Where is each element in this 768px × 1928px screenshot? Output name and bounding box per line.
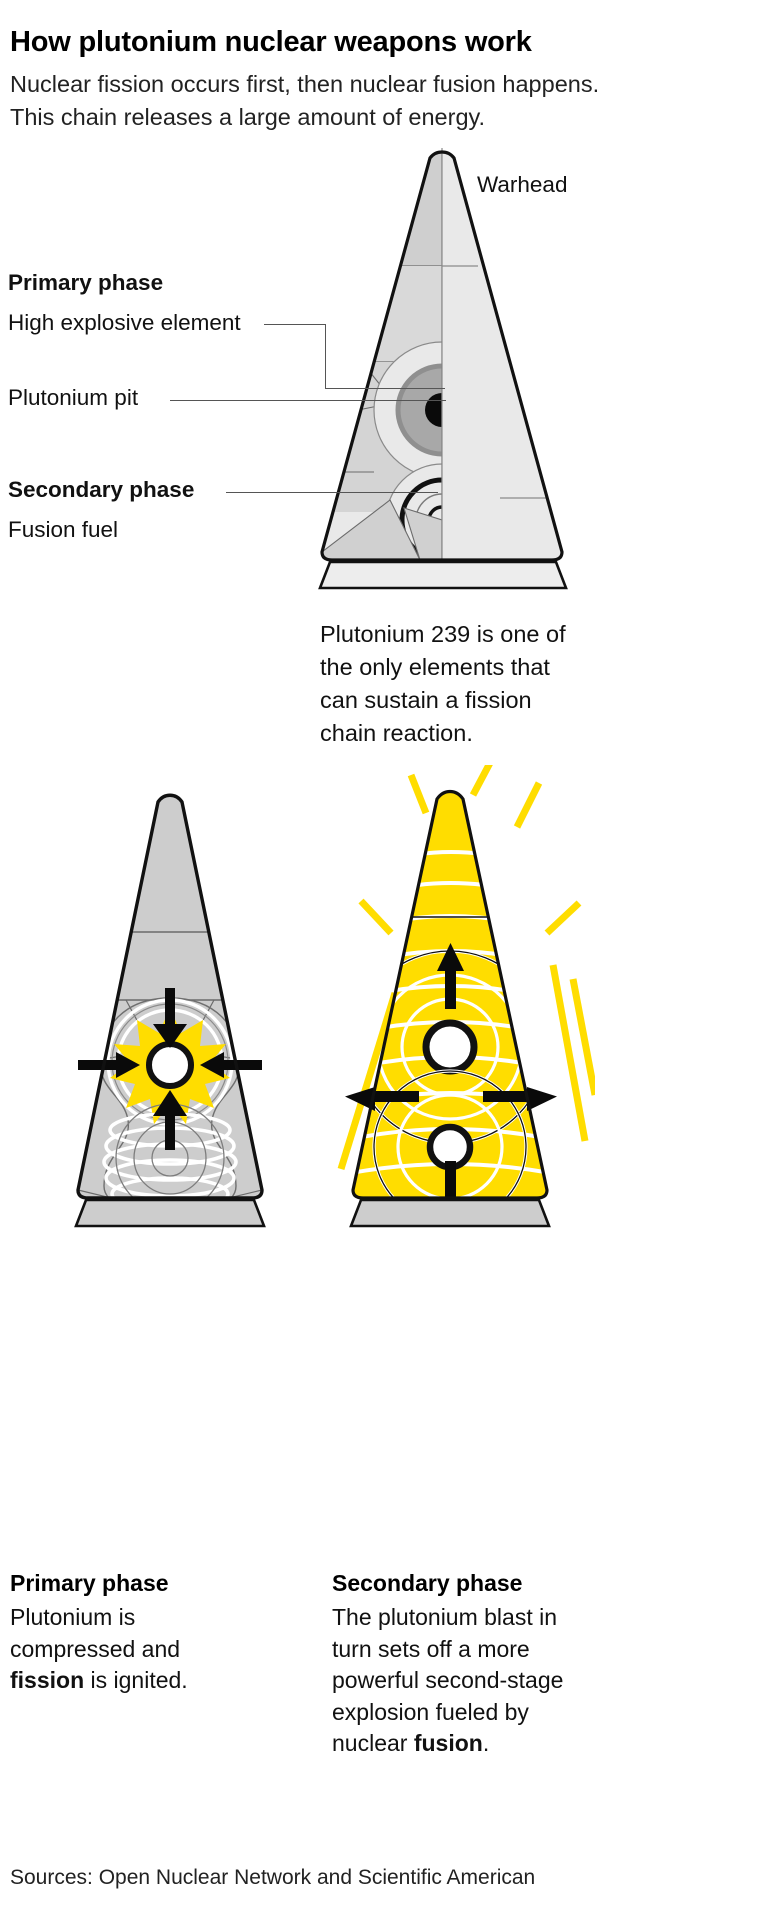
fission-emphasis: fission [10, 1667, 85, 1693]
plutonium-note: Plutonium 239 is one of the only element… [320, 618, 630, 750]
primary-caption-line-2: compressed and [10, 1635, 181, 1662]
subtitle-line-2: This chain releases a large amount of en… [10, 104, 486, 130]
secondary-phase-leader [226, 492, 438, 494]
warhead-cutaway-diagram [318, 148, 568, 590]
secondary-caption-title: Secondary phase [332, 1570, 523, 1596]
primary-base [74, 1198, 266, 1228]
primary-caption-line-3: fission is ignited. [10, 1665, 300, 1697]
high-explosive-label: High explosive element [8, 310, 241, 335]
secondary-caption-line-2: turn sets off a more [332, 1635, 530, 1662]
secondary-base [349, 1198, 551, 1228]
high-explosive-leader-h1 [264, 324, 326, 326]
plutonium-pit-leader [170, 400, 446, 402]
primary-caption-body: Plutonium is compressed and fission is i… [10, 1602, 300, 1697]
note-line-1: Plutonium 239 is one of [320, 621, 566, 647]
warhead-base [318, 560, 568, 590]
primary-caption-line-3-post: is ignited. [84, 1667, 188, 1693]
primary-caption-line-1: Plutonium is [10, 1604, 136, 1630]
warhead-outline [320, 150, 564, 562]
primary-caption-title: Primary phase [10, 1570, 169, 1596]
page-subtitle: Nuclear fission occurs first, then nucle… [10, 68, 730, 134]
warhead-label: Warhead [477, 172, 568, 197]
secondary-caption-line-5-post: . [482, 1730, 490, 1756]
primary-phase-diagram [74, 793, 266, 1228]
secondary-caption-line-1: The plutonium blast in [332, 1604, 558, 1630]
secondary-caption-line-5-pre: nuclear [332, 1730, 414, 1756]
compression-arrows [78, 988, 262, 1150]
high-explosive-leader-v [325, 324, 327, 389]
high-explosive-leader-h2 [325, 388, 445, 390]
primary-cone-outline [76, 793, 264, 1200]
fusion-fuel-label: Fusion fuel [8, 517, 119, 542]
secondary-phase-diagram [337, 765, 595, 1228]
secondary-caption-line-5: nuclear fusion. [332, 1728, 632, 1760]
page-title: How plutonium nuclear weapons work [10, 26, 532, 58]
fusion-emphasis: fusion [413, 1730, 483, 1756]
primary-phase-label: Primary phase [8, 270, 164, 295]
secondary-phase-label: Secondary phase [8, 477, 195, 502]
note-line-3: can sustain a fission [320, 687, 532, 713]
expansion-arrows [345, 943, 557, 1227]
note-line-2: the only elements that [320, 654, 550, 680]
plutonium-pit-label: Plutonium pit [8, 385, 139, 410]
note-line-4: chain reaction. [320, 720, 473, 746]
secondary-caption-body: The plutonium blast in turn sets off a m… [332, 1602, 632, 1760]
energy-streaks [337, 765, 595, 1171]
subtitle-line-1: Nuclear fission occurs first, then nucle… [10, 71, 600, 97]
secondary-caption-line-3: powerful second-stage [332, 1667, 564, 1693]
secondary-caption-line-4: explosion fueled by [332, 1698, 529, 1725]
secondary-cone-outline [351, 789, 549, 1200]
sources-line: Sources: Open Nuclear Network and Scient… [10, 1866, 536, 1889]
